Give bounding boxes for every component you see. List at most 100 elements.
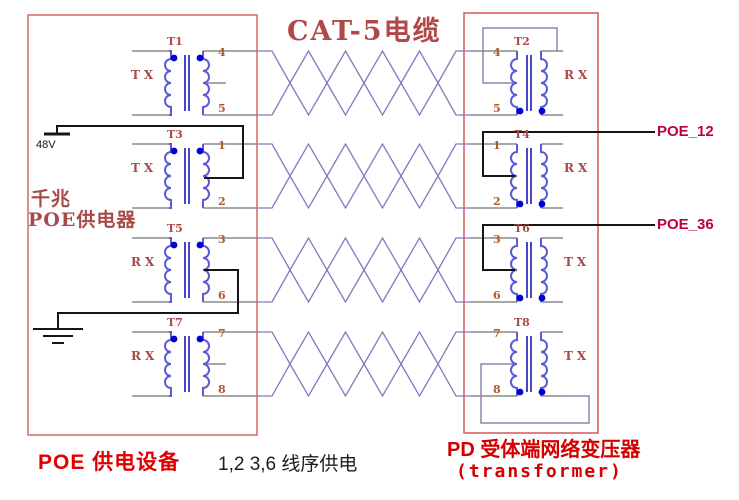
cable-title: CAT-5电缆 xyxy=(287,16,442,47)
t1-mode-label: TX xyxy=(131,68,158,82)
t1-dot-right xyxy=(196,54,204,62)
t4-dot-left xyxy=(516,200,524,208)
t6-right-coil xyxy=(540,238,548,302)
t1-left-coil xyxy=(164,50,172,116)
t1-label: T1 xyxy=(167,35,183,48)
t2-left-coil xyxy=(510,51,518,115)
t6-mode-label: TX xyxy=(564,255,591,269)
t5-right-coil xyxy=(202,238,210,302)
t5-left-coil xyxy=(164,237,172,303)
t8-left-coil xyxy=(510,332,518,396)
t8-pin-top: 7 xyxy=(493,327,501,340)
t7-pin-bottom: 8 xyxy=(218,383,226,396)
t6-core xyxy=(526,242,532,298)
poe36-tap-wire xyxy=(482,224,655,271)
t8-core xyxy=(526,336,532,392)
t3-right-coil xyxy=(202,144,210,208)
t2-mode-label: RX xyxy=(564,68,592,82)
t4-dot-right xyxy=(538,200,546,208)
t6-left-coil xyxy=(510,238,518,302)
t3-label: T3 xyxy=(167,128,183,141)
twisted-pair-row3-wire-b xyxy=(257,236,470,304)
right-transformer-coils xyxy=(510,51,548,396)
left-pin-wires xyxy=(132,50,258,397)
pse-device-box xyxy=(27,14,258,436)
t7-label: T7 xyxy=(167,316,183,329)
t4-label: T4 xyxy=(514,128,530,141)
pse-name-line1: 千兆 xyxy=(31,188,72,210)
power-wiring xyxy=(33,125,655,344)
t1-pin-bottom: 5 xyxy=(218,102,226,115)
t2-core xyxy=(526,55,532,111)
poe12-tap-wire xyxy=(482,131,655,177)
t3-dot-right xyxy=(196,147,204,155)
t3-left-coil xyxy=(164,143,172,209)
t5-dot-right xyxy=(196,241,204,249)
pse-name-line2: POE供电器 xyxy=(28,209,137,231)
twisted-pair-row2-wire-b xyxy=(257,142,470,210)
t1-core xyxy=(184,55,190,111)
t1-right-coil xyxy=(202,51,210,115)
t2-pin-top: 4 xyxy=(493,46,501,59)
t6-label: T6 xyxy=(514,222,530,235)
t7-pin-wires xyxy=(132,331,258,397)
left-transformer-coils xyxy=(164,50,210,397)
twisted-pair-row4-wire-b xyxy=(257,330,470,398)
t4-mode-label: RX xyxy=(564,161,592,175)
t4-pin-wires xyxy=(470,143,563,209)
t6-dot-right xyxy=(538,294,546,302)
t8-mode-label: TX xyxy=(564,349,591,363)
t6-dot-left xyxy=(516,294,524,302)
t7-left-coil xyxy=(164,331,172,397)
t5-mode-label: RX xyxy=(131,255,159,269)
t2-dot-left xyxy=(516,107,524,115)
t5-dot-left xyxy=(170,241,178,249)
t8-label: T8 xyxy=(514,316,530,329)
pse-caption: POE 供电设备 xyxy=(38,451,181,474)
t8-pin-wires xyxy=(470,331,563,397)
t2-center-tap-loop xyxy=(482,27,558,84)
ground-return-wire xyxy=(57,269,239,329)
t8-right-coil xyxy=(540,332,548,396)
t7-dot-right xyxy=(196,335,204,343)
t5-pin-top: 3 xyxy=(218,233,226,246)
right-pin-wires xyxy=(470,27,590,424)
t5-pin-wires xyxy=(132,237,258,303)
t4-left-coil xyxy=(510,144,518,208)
twisted-pair-row1-wire-b xyxy=(257,49,470,117)
t8-pin-bottom: 8 xyxy=(493,383,501,396)
poe12-label: POE_12 xyxy=(657,123,714,140)
t4-core xyxy=(526,148,532,204)
voltage-label: 48V xyxy=(36,139,56,151)
polarity-dots xyxy=(170,54,546,396)
t1-pin-wires xyxy=(132,50,258,116)
t7-dot-left xyxy=(170,335,178,343)
t5-core xyxy=(184,242,190,298)
t6-pin-top: 3 xyxy=(493,233,501,246)
pd-caption-line2: (transformer) xyxy=(456,461,623,482)
t7-right-coil xyxy=(202,332,210,396)
t3-pin-wires xyxy=(132,143,258,209)
t3-pin-bottom: 2 xyxy=(218,195,226,208)
t2-pin-bottom: 5 xyxy=(493,102,501,115)
t3-pin-top: 1 xyxy=(218,139,226,152)
t2-right-coil xyxy=(540,51,548,115)
t7-pin-top: 7 xyxy=(218,327,226,340)
twisted-pair-rows xyxy=(257,49,470,398)
t2-pin-wires xyxy=(470,50,563,116)
t8-dot-left xyxy=(516,388,524,396)
t3-core xyxy=(184,148,190,204)
ground-symbol xyxy=(33,328,83,344)
t5-pin-bottom: 6 xyxy=(218,289,226,302)
t8-center-tap-loop xyxy=(480,363,590,424)
t6-pin-bottom: 6 xyxy=(493,289,501,302)
t4-pin-bottom: 2 xyxy=(493,195,501,208)
t1-dot-left xyxy=(170,54,178,62)
pd-device-box xyxy=(463,12,599,434)
wiring-note: 1,2 3,6 线序供电 xyxy=(218,454,358,475)
t2-label: T2 xyxy=(514,35,530,48)
t7-core xyxy=(184,336,190,392)
t3-dot-left xyxy=(170,147,178,155)
